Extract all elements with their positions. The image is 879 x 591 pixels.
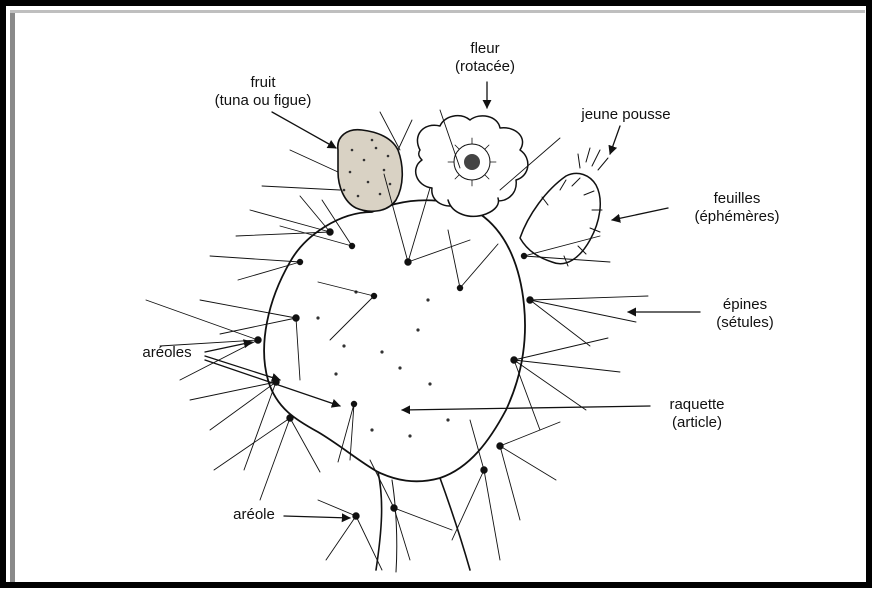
fruit-tuna bbox=[338, 130, 402, 212]
label-raquette: raquette (article) bbox=[642, 396, 752, 432]
label-fleur-name: fleur bbox=[430, 40, 540, 58]
label-areoles-name: aréoles bbox=[128, 344, 206, 362]
label-areoles: aréoles bbox=[128, 344, 206, 362]
label-raquette-desc: (article) bbox=[642, 414, 752, 432]
young-shoot-pad bbox=[520, 173, 600, 263]
label-areole-name: aréole bbox=[222, 506, 286, 524]
label-fruit-desc: (tuna ou figue) bbox=[188, 92, 338, 110]
pad-base bbox=[376, 472, 470, 570]
label-fruit: fruit (tuna ou figue) bbox=[188, 74, 338, 110]
label-epines-desc: (sétules) bbox=[690, 314, 800, 332]
label-jeune-pousse-name: jeune pousse bbox=[566, 106, 686, 124]
label-areole: aréole bbox=[222, 506, 286, 524]
label-fruit-name: fruit bbox=[188, 74, 338, 92]
frame-shadow-top bbox=[10, 10, 865, 13]
label-epines-name: épines bbox=[690, 296, 800, 314]
label-fleur: fleur (rotacée) bbox=[430, 40, 540, 76]
pad-raquette bbox=[264, 200, 525, 481]
label-fleur-desc: (rotacée) bbox=[430, 58, 540, 76]
label-feuilles-desc: (éphémères) bbox=[672, 208, 802, 226]
label-epines: épines (sétules) bbox=[690, 296, 800, 332]
label-feuilles-name: feuilles bbox=[672, 190, 802, 208]
cactus-illustration bbox=[146, 82, 700, 572]
label-raquette-name: raquette bbox=[642, 396, 752, 414]
frame-shadow-left bbox=[10, 10, 15, 582]
label-jeune-pousse: jeune pousse bbox=[566, 106, 686, 124]
label-feuilles: feuilles (éphémères) bbox=[672, 190, 802, 226]
